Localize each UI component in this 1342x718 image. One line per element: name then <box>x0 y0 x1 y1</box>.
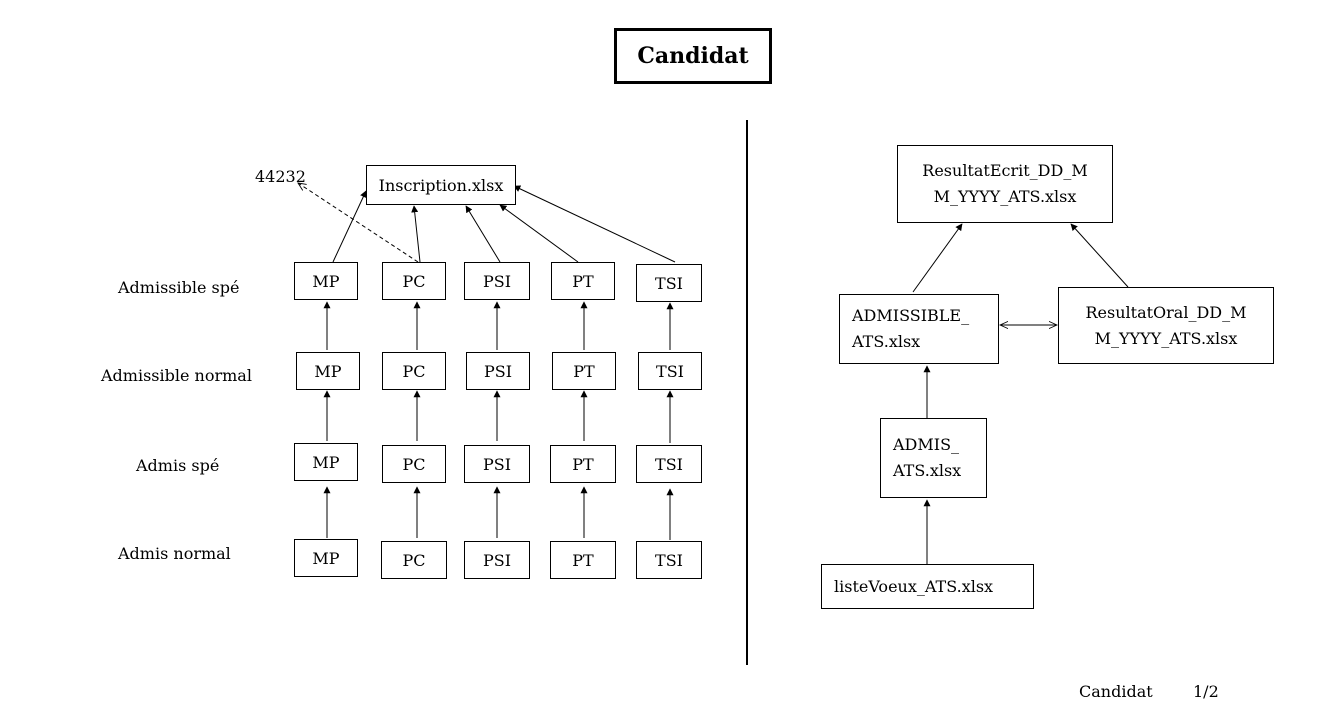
box-label: TSI <box>655 550 683 570</box>
row1-tsi-box: TSI <box>636 264 702 302</box>
row-label-admis-normal: Admis normal <box>118 544 231 563</box>
row3-pc-box: PC <box>382 445 446 483</box>
box-label: PT <box>572 550 594 570</box>
admis-line2: ATS.xlsx <box>893 461 962 480</box>
admissible-line2: ATS.xlsx <box>852 332 921 351</box>
row1-mp-box: MP <box>294 262 358 300</box>
row1-psi-box: PSI <box>464 262 530 300</box>
liste-voeux-box: listeVoeux_ATS.xlsx <box>821 564 1034 609</box>
box-label: MP <box>312 452 340 472</box>
row1-pt-box: PT <box>551 262 615 300</box>
admis-box: ADMIS_ ATS.xlsx <box>880 418 987 498</box>
resultat-oral-line2: M_YYYY_ATS.xlsx <box>1094 328 1238 348</box>
row2-psi-box: PSI <box>466 352 530 390</box>
arrow-pc-inscription <box>411 205 421 263</box>
row4-mp-box: MP <box>294 539 358 577</box>
footer-page-number: 1/2 <box>1193 682 1219 701</box>
box-label: MP <box>312 271 340 291</box>
row3-psi-box: PSI <box>464 445 530 483</box>
arrow-pc-44232 <box>298 183 419 263</box>
arrow-oral-ecrit <box>1070 223 1129 288</box>
row3-mp-box: MP <box>294 443 358 481</box>
row-label-admissible-normal: Admissible normal <box>101 366 252 385</box>
box-label: PT <box>572 271 594 291</box>
footer-name: Candidat <box>1079 682 1153 701</box>
arrow-admissible-ecrit <box>912 223 963 293</box>
resultat-ecrit-line2: M_YYYY_ATS.xlsx <box>933 187 1077 206</box>
row2-tsi-box: TSI <box>638 352 702 390</box>
resultat-oral-box: ResultatOral_DD_M M_YYYY_ATS.xlsx <box>1058 287 1274 364</box>
box-label: TSI <box>656 361 684 381</box>
box-label: PC <box>402 550 426 570</box>
row4-tsi-box: TSI <box>636 541 702 579</box>
box-label: PSI <box>483 361 513 381</box>
arrow-tsi-inscription <box>513 185 676 263</box>
admis-line1: ADMIS_ <box>893 435 960 454</box>
arrow-psi-inscription <box>465 205 501 263</box>
row2-pt-box: PT <box>552 352 616 390</box>
page-title: Candidat <box>614 28 772 84</box>
row1-pc-box: PC <box>382 262 446 300</box>
box-label: PT <box>573 361 595 381</box>
row2-mp-box: MP <box>296 352 360 390</box>
box-label: PC <box>402 361 426 381</box>
resultat-oral-line1: ResultatOral_DD_M <box>1085 302 1247 322</box>
box-label: MP <box>314 361 342 381</box>
resultat-ecrit-box: ResultatEcrit_DD_M M_YYYY_ATS.xlsx <box>897 145 1113 223</box>
row3-pt-box: PT <box>550 445 616 483</box>
box-label: PT <box>572 454 594 474</box>
row4-psi-box: PSI <box>464 541 530 579</box>
box-label: PSI <box>482 454 512 474</box>
side-label-44232: 44232 <box>255 167 306 186</box>
box-label: TSI <box>655 454 683 474</box>
row2-pc-box: PC <box>382 352 446 390</box>
box-label: PC <box>402 454 426 474</box>
box-label: TSI <box>655 273 683 293</box>
row-label-admissible-spe: Admissible spé <box>118 278 240 297</box>
column-divider <box>746 120 748 665</box>
liste-voeux-label: listeVoeux_ATS.xlsx <box>834 577 994 596</box>
resultat-ecrit-line1: ResultatEcrit_DD_M <box>922 161 1088 180</box>
row4-pt-box: PT <box>550 541 616 579</box>
row3-tsi-box: TSI <box>636 445 702 483</box>
inscription-label: Inscription.xlsx <box>378 175 504 195</box>
admissible-line1: ADMISSIBLE_ <box>852 306 970 325</box>
row-label-admis-spe: Admis spé <box>136 456 220 475</box>
box-label: PC <box>402 271 426 291</box>
admissible-box: ADMISSIBLE_ ATS.xlsx <box>839 294 999 364</box>
row4-pc-box: PC <box>381 541 447 579</box>
box-label: PSI <box>482 271 512 291</box>
box-label: PSI <box>482 550 512 570</box>
arrow-mp-inscription <box>332 190 367 263</box>
box-label: MP <box>312 548 340 568</box>
arrow-pt-inscription <box>499 204 579 263</box>
inscription-box: Inscription.xlsx <box>366 165 516 205</box>
